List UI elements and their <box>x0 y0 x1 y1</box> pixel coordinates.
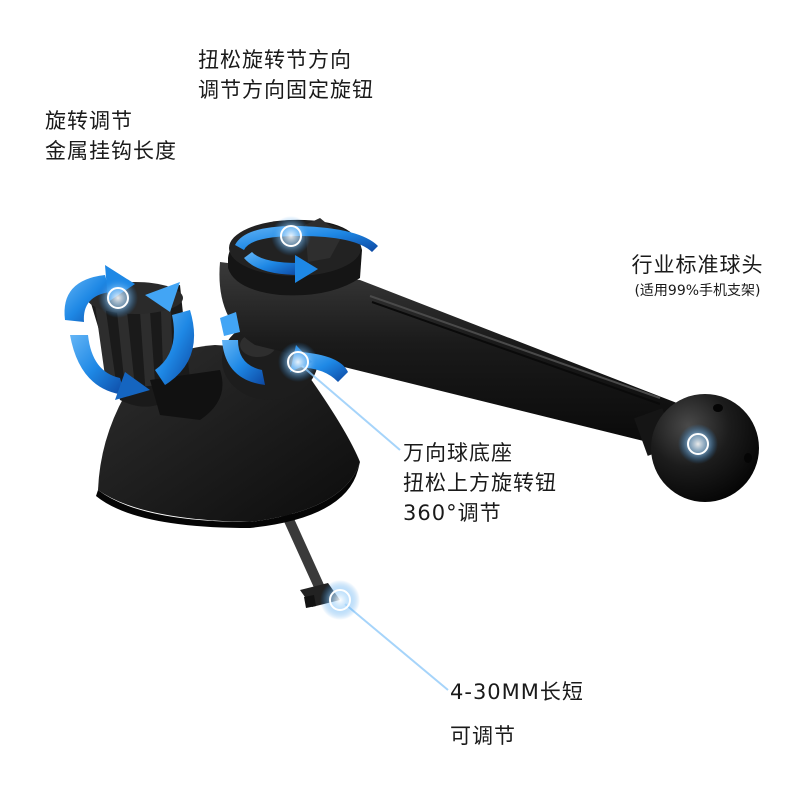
annotation-universal-base-line1: 万向球底座 <box>403 441 513 465</box>
annotation-top-knob-line1: 扭松旋转节方向 <box>198 48 352 72</box>
annotation-hook-rotate-line1: 旋转调节 <box>45 109 133 133</box>
annotation-ball-head-line1: 行业标准球头 <box>631 253 764 277</box>
marker-universal-base <box>278 342 401 451</box>
marker-top-knob <box>271 95 311 256</box>
marker-hook-rotate <box>98 160 138 318</box>
annotation-clip-length-line2: 可调节 <box>450 724 516 748</box>
rotation-arrow-top-icon <box>235 225 378 283</box>
annotation-top-knob: 扭松旋转节方向 调节方向固定旋钮 <box>198 45 374 105</box>
rotation-arrow-left-icon <box>64 265 195 400</box>
annotation-hook-rotate: 旋转调节 金属挂钩长度 <box>45 106 177 166</box>
marker-ball-head <box>678 300 718 464</box>
annotation-universal-base: 万向球底座 扭松上方旋转钮 360°调节 <box>403 438 557 528</box>
extension-arm <box>219 262 695 445</box>
annotation-clip-length: 4-30MM长短 可调节 <box>450 670 584 758</box>
annotation-ball-head-line2: (适用99%手机支架) <box>634 283 761 299</box>
annotation-universal-base-line2: 扭松上方旋转钮 <box>403 471 557 495</box>
annotation-ball-head: 行业标准球头 (适用99%手机支架) <box>610 250 785 302</box>
annotation-top-knob-line2: 调节方向固定旋钮 <box>198 78 374 102</box>
annotation-universal-base-line3: 360°调节 <box>403 501 502 525</box>
annotation-hook-rotate-line2: 金属挂钩长度 <box>45 139 177 163</box>
annotation-clip-length-line1: 4-30MM长短 <box>450 680 584 704</box>
marker-clip-length <box>320 580 449 691</box>
